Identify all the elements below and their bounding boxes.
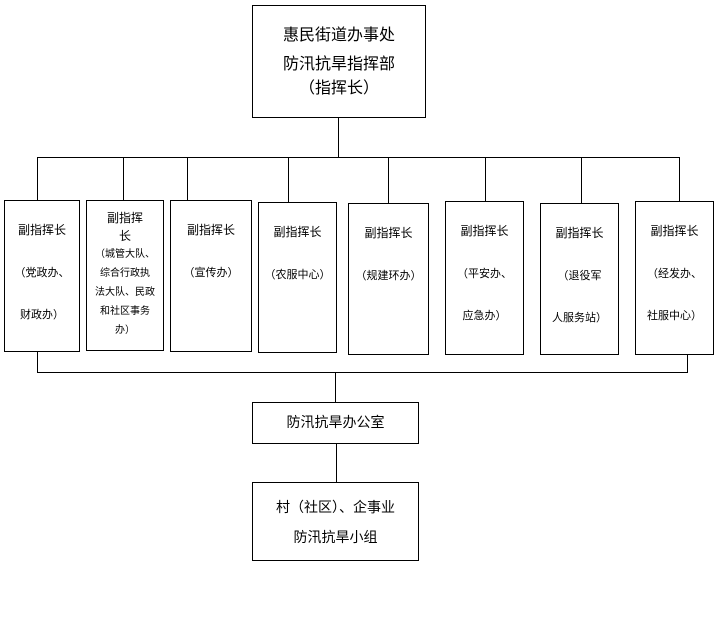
connector bbox=[485, 157, 486, 201]
deputy-title: 副指挥长 bbox=[460, 224, 509, 238]
deputy-dept: （平安办、 bbox=[457, 267, 512, 280]
connector bbox=[335, 372, 336, 402]
deputy-title: 副指挥长 bbox=[106, 211, 143, 243]
deputy-dept: （规建环办） bbox=[355, 269, 422, 282]
deputy-box: 副指挥长 （退役军人服务站） bbox=[540, 203, 619, 355]
deputy-box: 副指挥长 （宣传办） bbox=[170, 200, 252, 352]
deputy-box: 副指挥长 （城管大队、综合行政执法大队、民政和社区事务办） bbox=[86, 200, 164, 351]
deputy-dept: （党政办、 bbox=[14, 266, 70, 279]
hq-line-1: 惠民街道办事处 bbox=[282, 25, 395, 44]
deputy-dept: 应急办） bbox=[462, 309, 507, 322]
connector bbox=[581, 157, 582, 203]
connector bbox=[336, 443, 337, 482]
groups-box: 村（社区）、企事业 防汛抗旱小组 bbox=[252, 482, 419, 561]
deputy-title: 副指挥长 bbox=[186, 223, 235, 237]
groups-line-2: 防汛抗旱小组 bbox=[293, 530, 378, 546]
deputy-title: 副指挥长 bbox=[364, 226, 413, 240]
office-box: 防汛抗旱办公室 bbox=[252, 402, 419, 444]
deputy-title: 副指挥长 bbox=[17, 223, 66, 237]
connector bbox=[123, 157, 124, 200]
deputy-dept: 社服中心） bbox=[647, 309, 702, 322]
connector bbox=[288, 157, 289, 202]
connector bbox=[37, 157, 680, 158]
deputy-title: 副指挥长 bbox=[273, 225, 322, 239]
deputy-box: 副指挥长 （农服中心） bbox=[258, 202, 337, 353]
groups-line-1: 村（社区）、企事业 bbox=[276, 500, 395, 516]
deputy-dept: 财政办） bbox=[20, 308, 64, 321]
deputy-box: 副指挥长 （平安办、应急办） bbox=[445, 201, 524, 355]
hq-line-3: （指挥长） bbox=[298, 78, 379, 97]
deputy-title: 副指挥长 bbox=[555, 226, 604, 240]
deputy-dept: 办） bbox=[115, 325, 135, 336]
office-label: 防汛抗旱办公室 bbox=[286, 415, 385, 431]
deputy-dept: 法大队、民政 bbox=[95, 287, 155, 298]
deputy-dept: 人服务站） bbox=[552, 311, 607, 324]
headquarters-box: 惠民街道办事处 防汛抗旱指挥部 （指挥长） bbox=[252, 5, 426, 118]
deputy-dept: （宣传办） bbox=[183, 266, 239, 279]
deputy-box: 副指挥长 （党政办、财政办） bbox=[4, 200, 80, 352]
connector bbox=[687, 354, 688, 373]
hq-line-2: 防汛抗旱指挥部 bbox=[282, 54, 395, 73]
deputy-dept: （农服中心） bbox=[264, 268, 331, 281]
connector bbox=[388, 157, 389, 203]
deputy-dept: （退役军 bbox=[557, 269, 602, 282]
deputy-dept: 和社区事务 bbox=[100, 306, 150, 317]
deputy-box: 副指挥长 （经发办、社服中心） bbox=[635, 201, 714, 355]
deputy-title: 副指挥长 bbox=[650, 224, 699, 238]
connector bbox=[37, 372, 688, 373]
deputy-box: 副指挥长 （规建环办） bbox=[348, 203, 429, 355]
deputy-dept: （经发办、 bbox=[647, 267, 702, 280]
connector bbox=[338, 118, 339, 158]
deputy-dept: 综合行政执 bbox=[100, 268, 150, 279]
deputy-dept: （城管大队、 bbox=[95, 249, 155, 260]
connector bbox=[187, 157, 188, 200]
connector bbox=[37, 157, 38, 200]
connector bbox=[37, 351, 38, 373]
connector bbox=[679, 157, 680, 201]
